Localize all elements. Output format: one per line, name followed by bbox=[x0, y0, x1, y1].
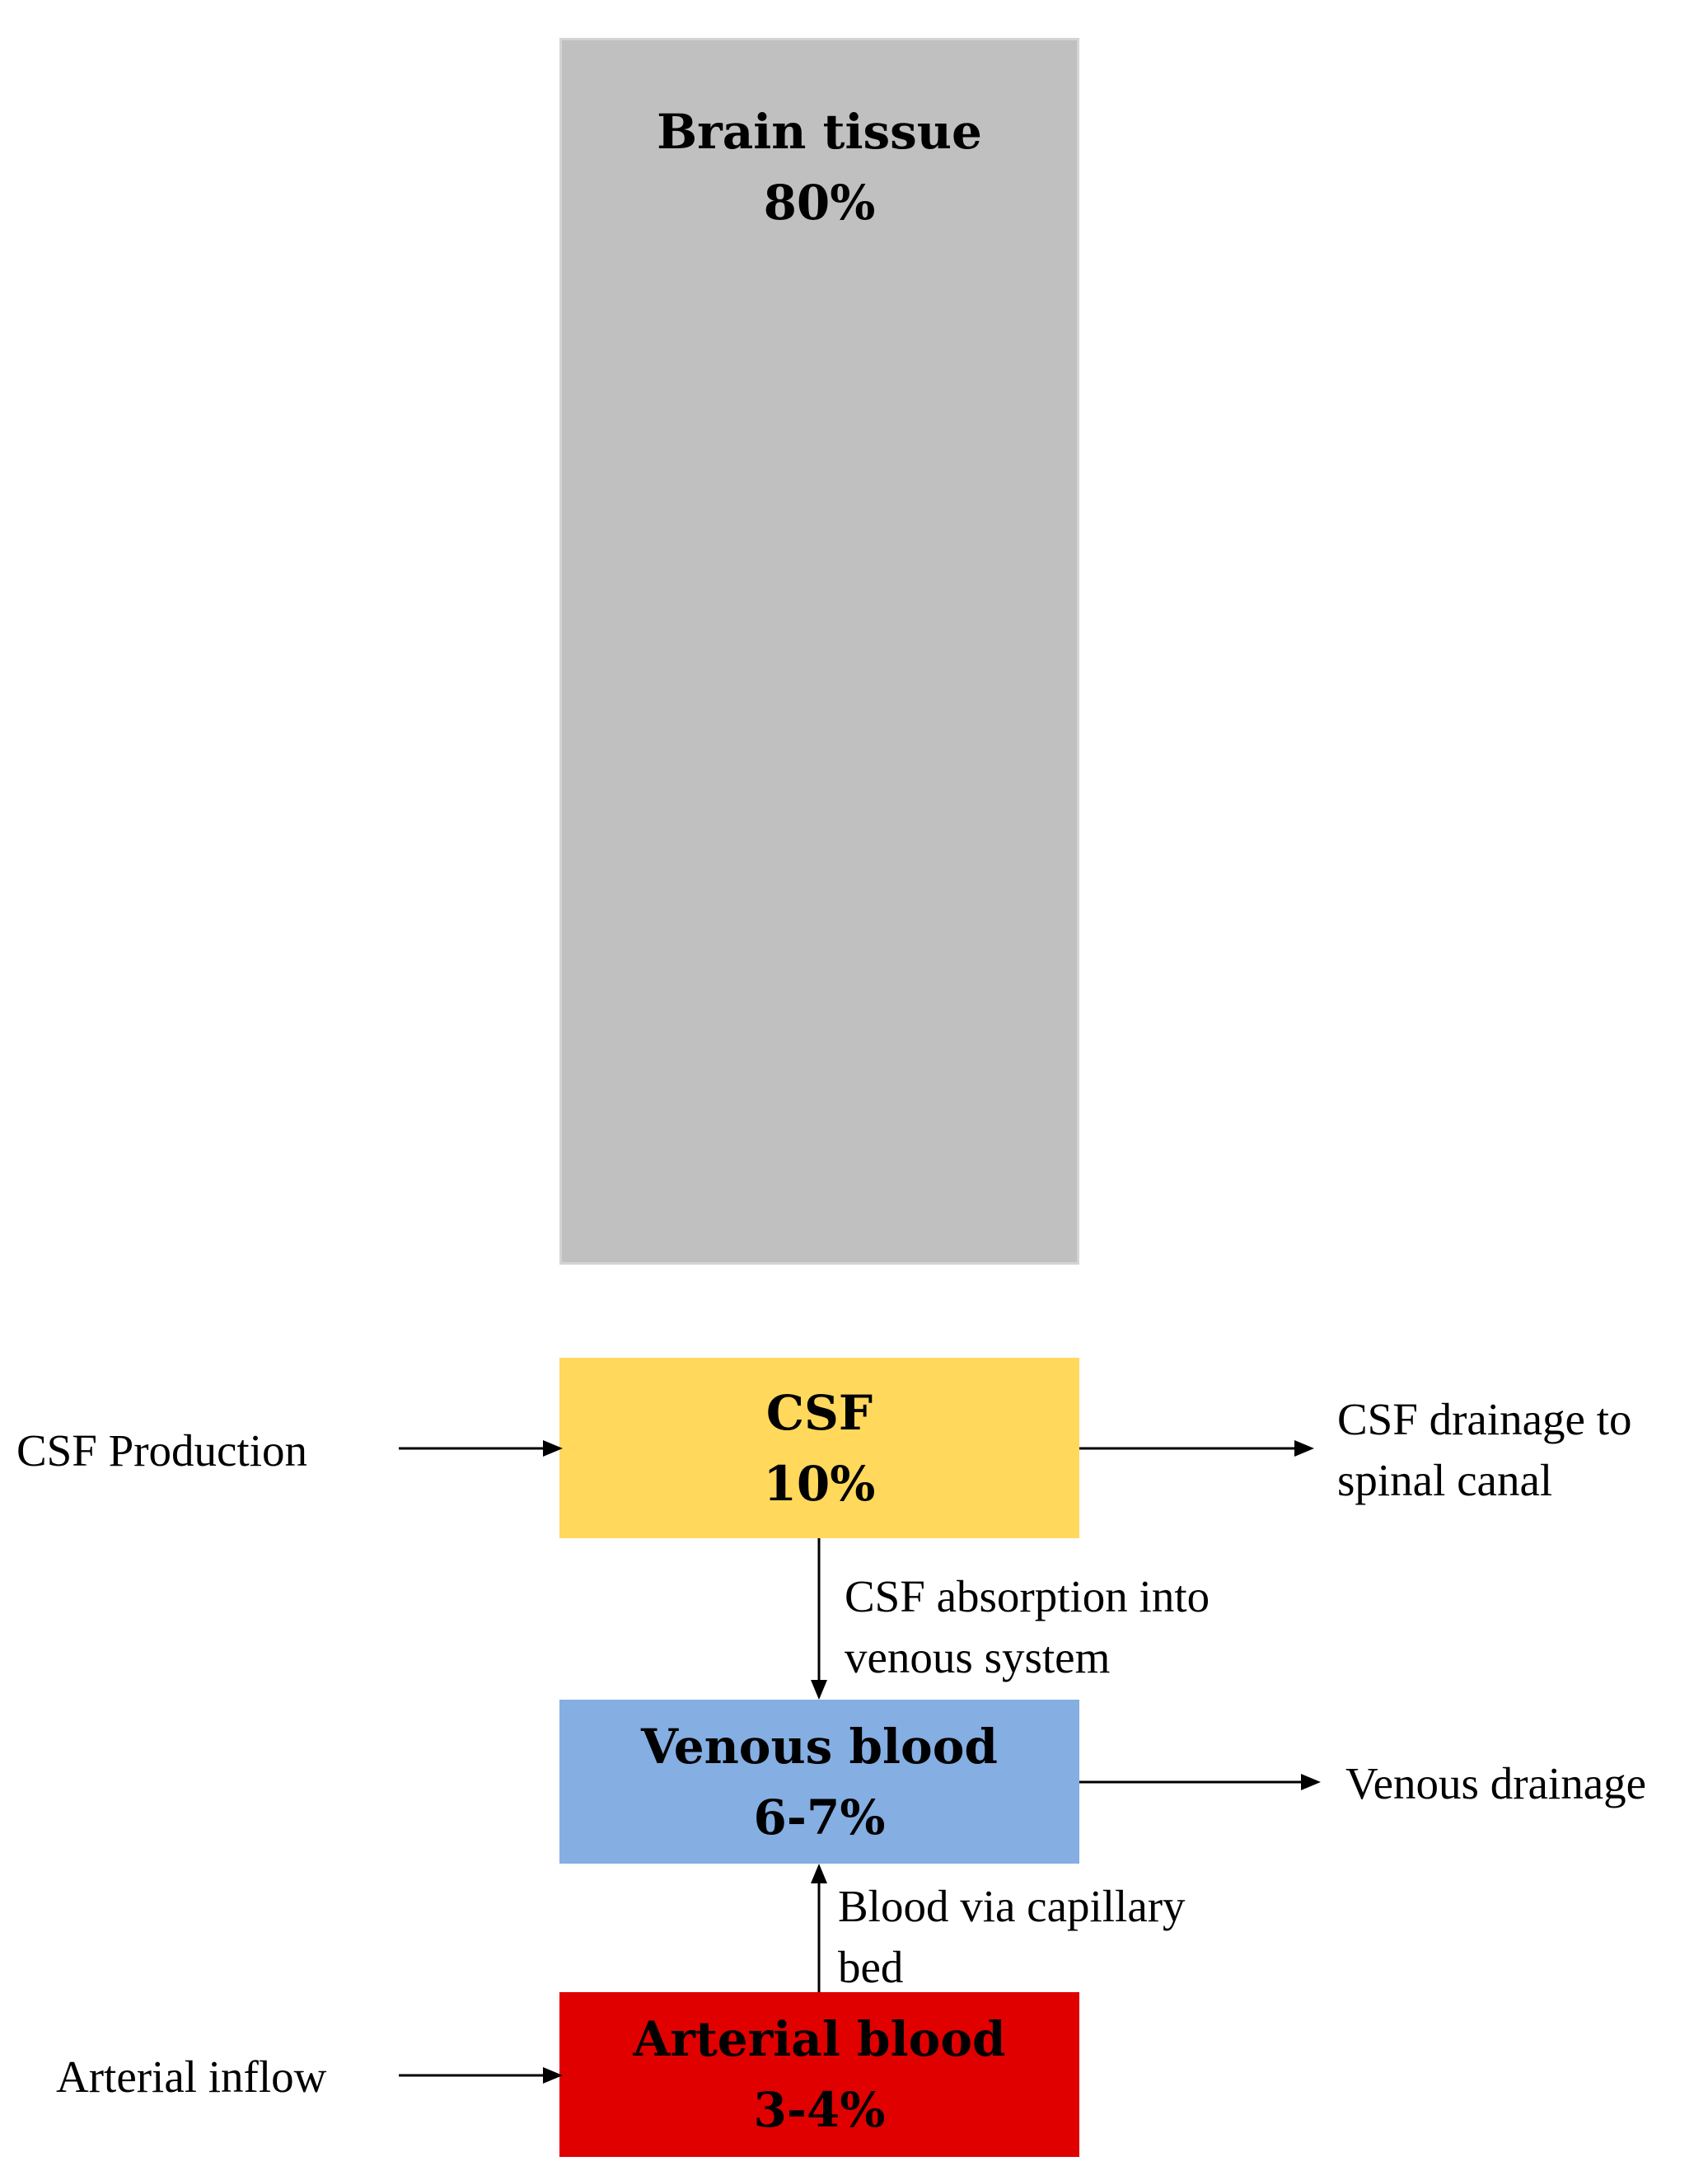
csf-drainage-label: CSF drainage to spinal canal bbox=[1337, 1389, 1631, 1511]
capillary-bed-line-2: bed bbox=[838, 1942, 904, 1992]
capillary-bed-line-1: Blood via capillary bbox=[838, 1881, 1186, 1931]
csf-absorption-line-2: venous system bbox=[845, 1632, 1111, 1682]
arterial-blood-box: Arterial blood 3-4% bbox=[559, 1992, 1079, 2157]
venous-blood-box: Venous blood 6-7% bbox=[559, 1700, 1079, 1864]
csf-absorption-line-1: CSF absorption into bbox=[845, 1571, 1210, 1621]
capillary-bed-label: Blood via capillary bed bbox=[838, 1876, 1186, 1998]
csf-drainage-line-2: spinal canal bbox=[1337, 1455, 1553, 1505]
arterial-blood-label: Arterial blood bbox=[633, 2011, 1006, 2067]
brain-tissue-label: Brain tissue bbox=[657, 104, 982, 160]
venous-blood-label: Venous blood bbox=[641, 1718, 998, 1775]
arterial-blood-share: 3-4% bbox=[753, 2082, 886, 2138]
brain-tissue-share: 80% bbox=[763, 175, 876, 231]
csf-drainage-line-1: CSF drainage to bbox=[1337, 1394, 1632, 1444]
csf-production-arrowhead bbox=[543, 1440, 563, 1457]
csf-share: 10% bbox=[763, 1455, 876, 1512]
csf-drainage-arrowhead bbox=[1294, 1440, 1314, 1457]
capillary-bed-arrowhead bbox=[811, 1864, 827, 1883]
venous-drainage-label: Venous drainage bbox=[1345, 1758, 1647, 1808]
venous-blood-share: 6-7% bbox=[753, 1789, 886, 1846]
csf-absorption-label: CSF absorption into venous system bbox=[845, 1566, 1210, 1688]
csf-absorption-arrowhead bbox=[811, 1680, 827, 1700]
csf-box: CSF 10% bbox=[559, 1358, 1079, 1538]
brain-tissue-box: Brain tissue 80% bbox=[559, 38, 1079, 1265]
venous-drainage-arrowhead bbox=[1301, 1774, 1321, 1790]
arterial-inflow-label: Arterial inflow bbox=[56, 2051, 327, 2102]
csf-label: CSF bbox=[765, 1384, 873, 1441]
arterial-inflow-arrowhead bbox=[543, 2067, 563, 2084]
csf-production-label: CSF Production bbox=[16, 1425, 307, 1476]
